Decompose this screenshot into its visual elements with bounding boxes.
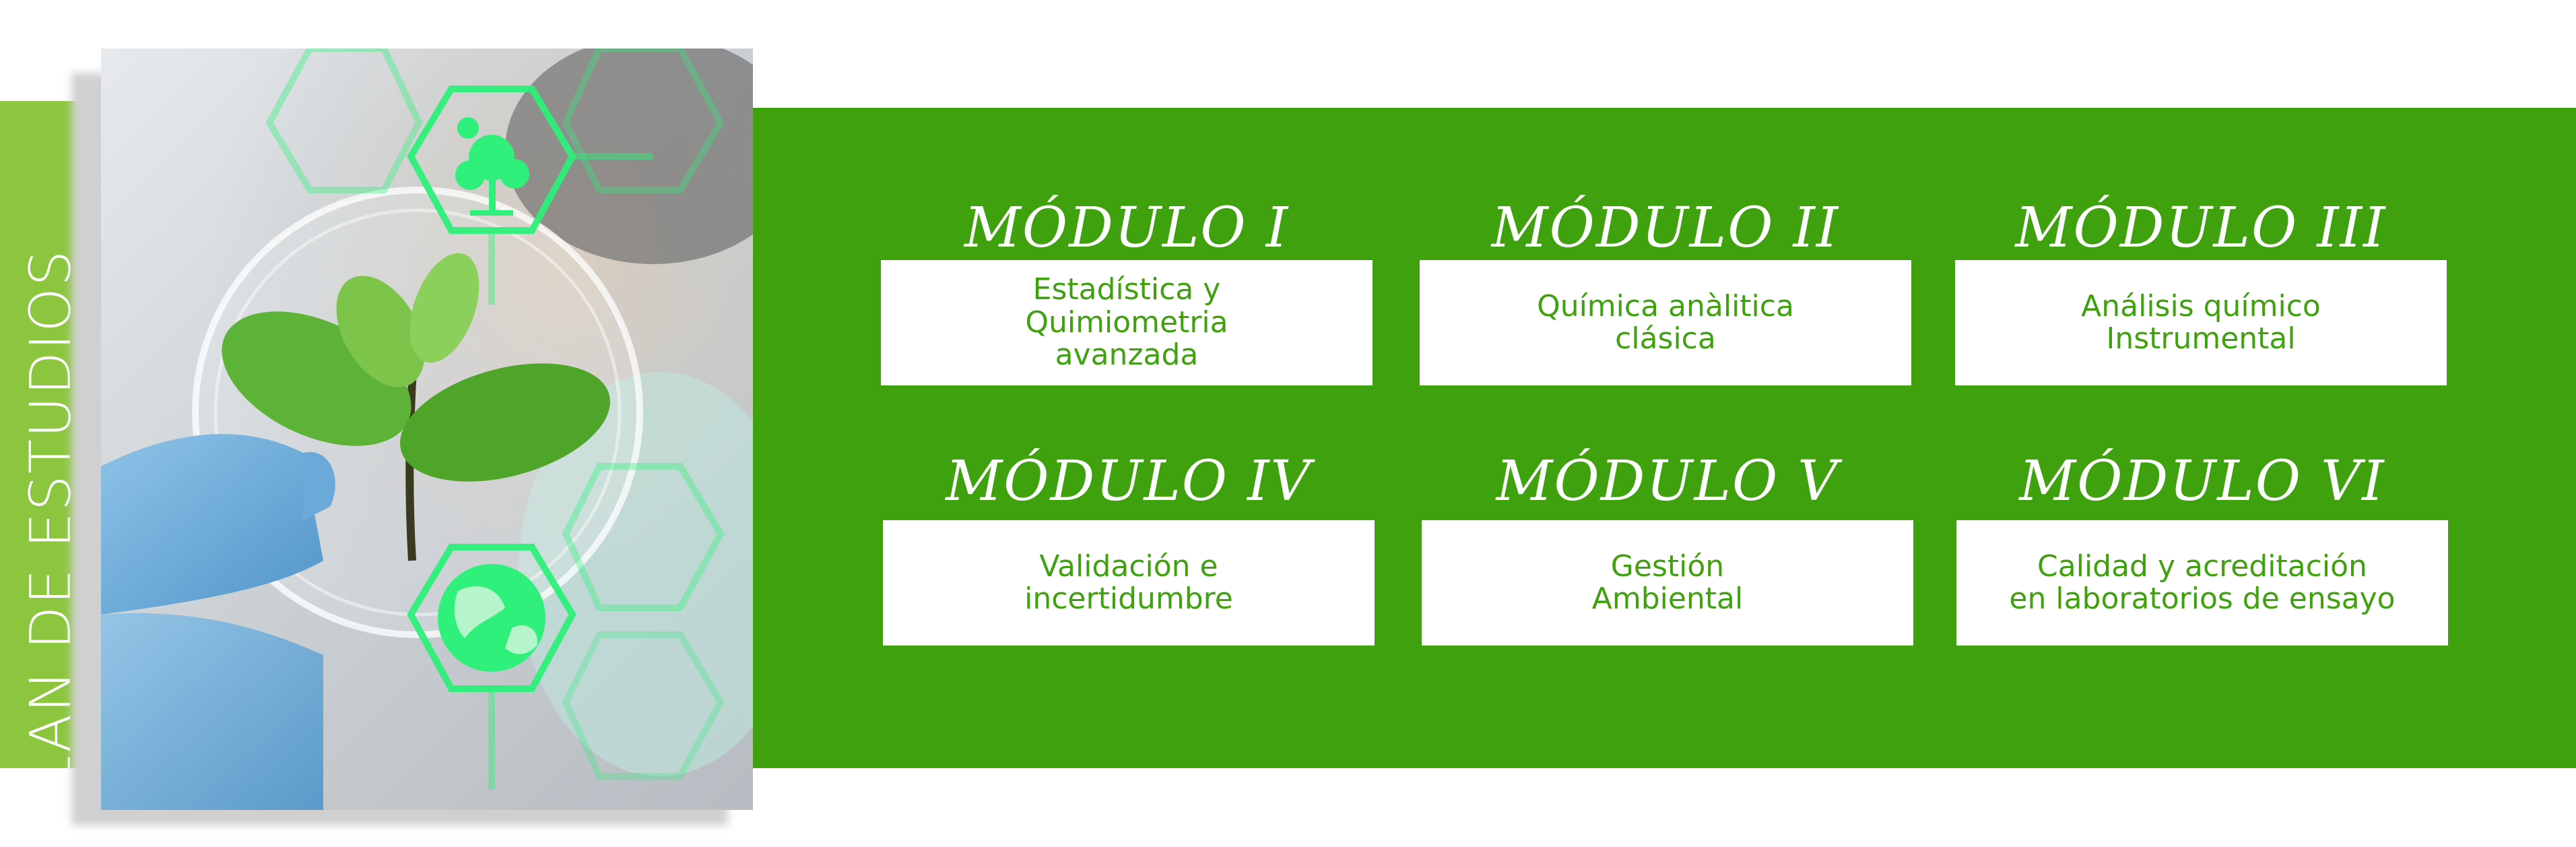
laboratory-illustration — [101, 49, 753, 810]
module-1-box: Estadística y Quimiometria avanzada — [881, 260, 1373, 385]
module-1-title: MÓDULO I — [964, 196, 1290, 260]
modules-panel — [753, 108, 2576, 768]
module-6-box: Calidad y acreditación en laboratorios d… — [1956, 520, 2448, 646]
module-3-box: Análisis químico Instrumental — [1955, 260, 2447, 385]
globe-icon — [438, 564, 546, 672]
module-5-box: Gestión Ambiental — [1422, 520, 1913, 646]
module-4-box: Validación e incertidumbre — [883, 520, 1375, 646]
module-2-box: Química anàlitica clásica — [1420, 260, 1911, 385]
module-2-title: MÓDULO II — [1491, 196, 1840, 260]
module-3-title: MÓDULO III — [2015, 196, 2387, 260]
tree-icon — [455, 135, 529, 216]
module-5-title: MÓDULO V — [1496, 449, 1839, 513]
module-6-title: MÓDULO VI — [2019, 449, 2385, 513]
laboratory-photo — [101, 49, 753, 810]
module-4-title: MÓDULO IV — [946, 449, 1312, 513]
